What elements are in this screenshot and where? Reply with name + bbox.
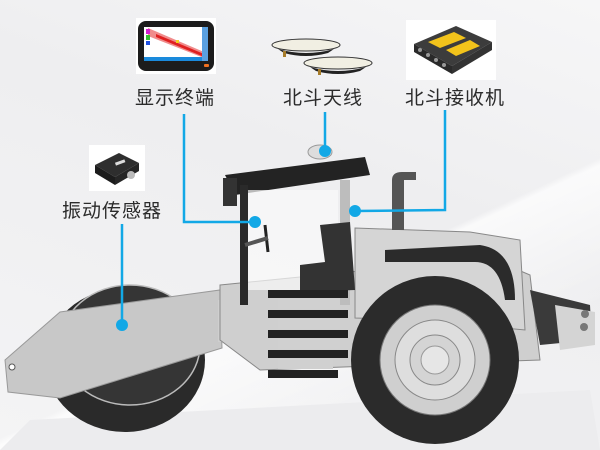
leader-lines xyxy=(120,110,447,325)
beidou-antenna-icon xyxy=(271,38,373,75)
vibration-sensor-icon xyxy=(89,145,145,191)
vibration-anchor-dot xyxy=(116,319,128,331)
display-terminal-label: 显示终端 xyxy=(135,87,216,109)
beidou-antenna-label: 北斗天线 xyxy=(283,87,364,109)
beidou-receiver-label: 北斗接收机 xyxy=(405,87,506,109)
antenna-anchor-dot xyxy=(319,145,331,157)
receiver-anchor-dot xyxy=(349,205,361,217)
beidou-receiver-icon xyxy=(406,20,496,80)
display-anchor-dot xyxy=(249,216,261,228)
vibration-sensor-label: 振动传感器 xyxy=(62,200,163,222)
display-terminal-icon xyxy=(136,18,216,74)
